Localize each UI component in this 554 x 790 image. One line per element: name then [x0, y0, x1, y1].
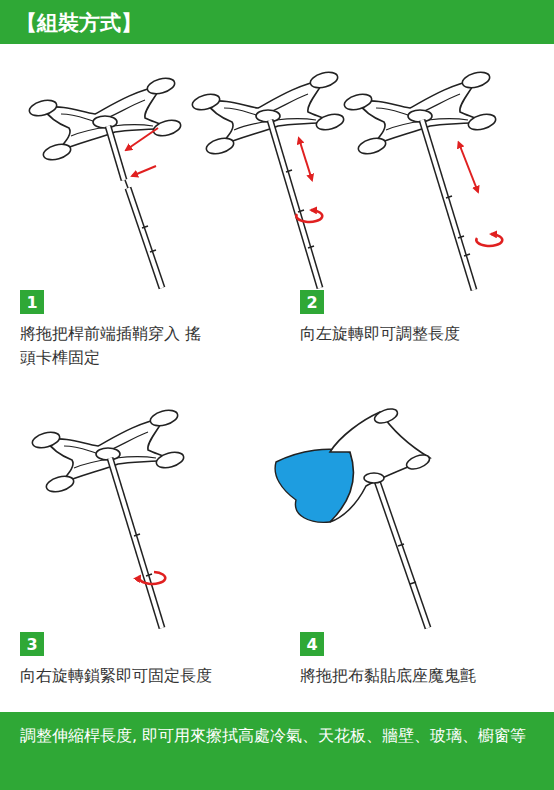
step-number: 1 [26, 293, 37, 312]
step-number: 2 [306, 293, 317, 312]
step-number-box: 2 [300, 290, 324, 314]
step-number-box: 3 [20, 632, 44, 656]
step-caption: 向左旋轉即可調整長度 [300, 322, 540, 346]
note-banner: 調整伸縮桿長度, 即可用來擦拭高處冷氣、天花板、牆壁、玻璃、櫥窗等 [0, 712, 554, 790]
step-caption: 向右旋轉鎖緊即可固定長度 [20, 664, 280, 688]
note-text: 調整伸縮桿長度, 即可用來擦拭高處冷氣、天花板、牆壁、玻璃、櫥窗等 [20, 722, 538, 749]
step-number: 4 [306, 635, 317, 654]
step-number: 3 [26, 635, 37, 654]
step-caption: 將拖把布黏貼底座魔鬼氈 [300, 664, 540, 688]
step-number-box: 4 [300, 632, 324, 656]
step-caption: 將拖把桿前端插鞘穿入 搖頭卡榫固定 [20, 322, 206, 370]
step-number-box: 1 [20, 290, 44, 314]
title-text: 【組裝方式】 [16, 9, 142, 37]
